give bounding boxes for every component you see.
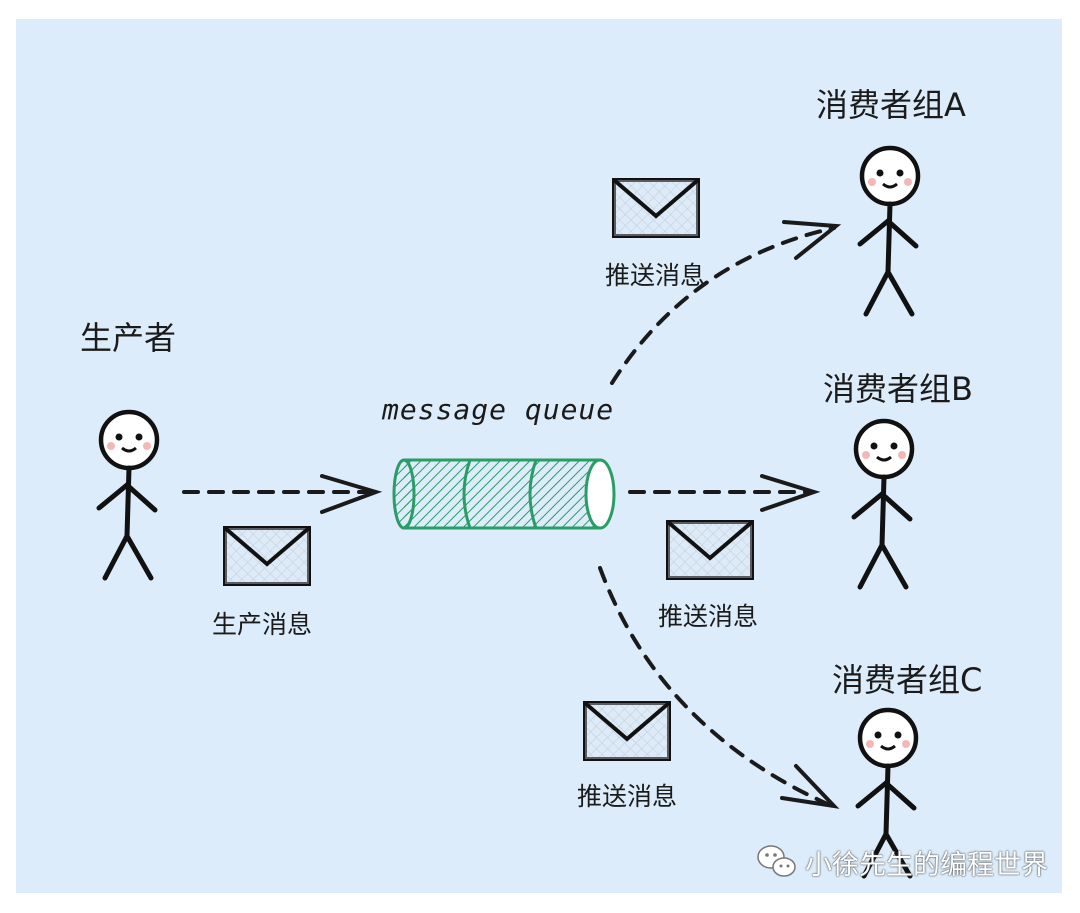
- queue-label: message queue: [382, 393, 615, 426]
- envelope-icon: [583, 701, 671, 761]
- message-queue-cylinder: [392, 458, 616, 530]
- consumer-b-title: 消费者组B: [823, 370, 973, 408]
- push-message-label-a: 推送消息: [605, 261, 706, 290]
- producer-figure: [99, 412, 157, 578]
- consumer-a-figure: [860, 148, 918, 314]
- produce-message-label: 生产消息: [212, 610, 313, 639]
- consumer-a-title: 消费者组A: [816, 86, 966, 124]
- wechat-icon: [757, 845, 796, 877]
- consumer-c-title: 消费者组C: [832, 661, 983, 699]
- envelope-icon: [612, 178, 700, 238]
- watermark: 小徐先生的编程世界: [755, 843, 1048, 882]
- produce-arrow: [182, 474, 383, 514]
- push-arrow-c: [598, 566, 840, 809]
- watermark-text: 小徐先生的编程世界: [805, 850, 1048, 881]
- push-message-label-c: 推送消息: [577, 782, 678, 811]
- envelope-icon: [223, 526, 311, 586]
- consumer-b-figure: [854, 421, 912, 587]
- envelope-icon: [666, 520, 754, 580]
- push-message-label-b: 推送消息: [658, 602, 759, 631]
- push-arrow-a: [610, 220, 842, 385]
- push-arrow-b: [628, 474, 821, 512]
- producer-title: 生产者: [80, 319, 177, 357]
